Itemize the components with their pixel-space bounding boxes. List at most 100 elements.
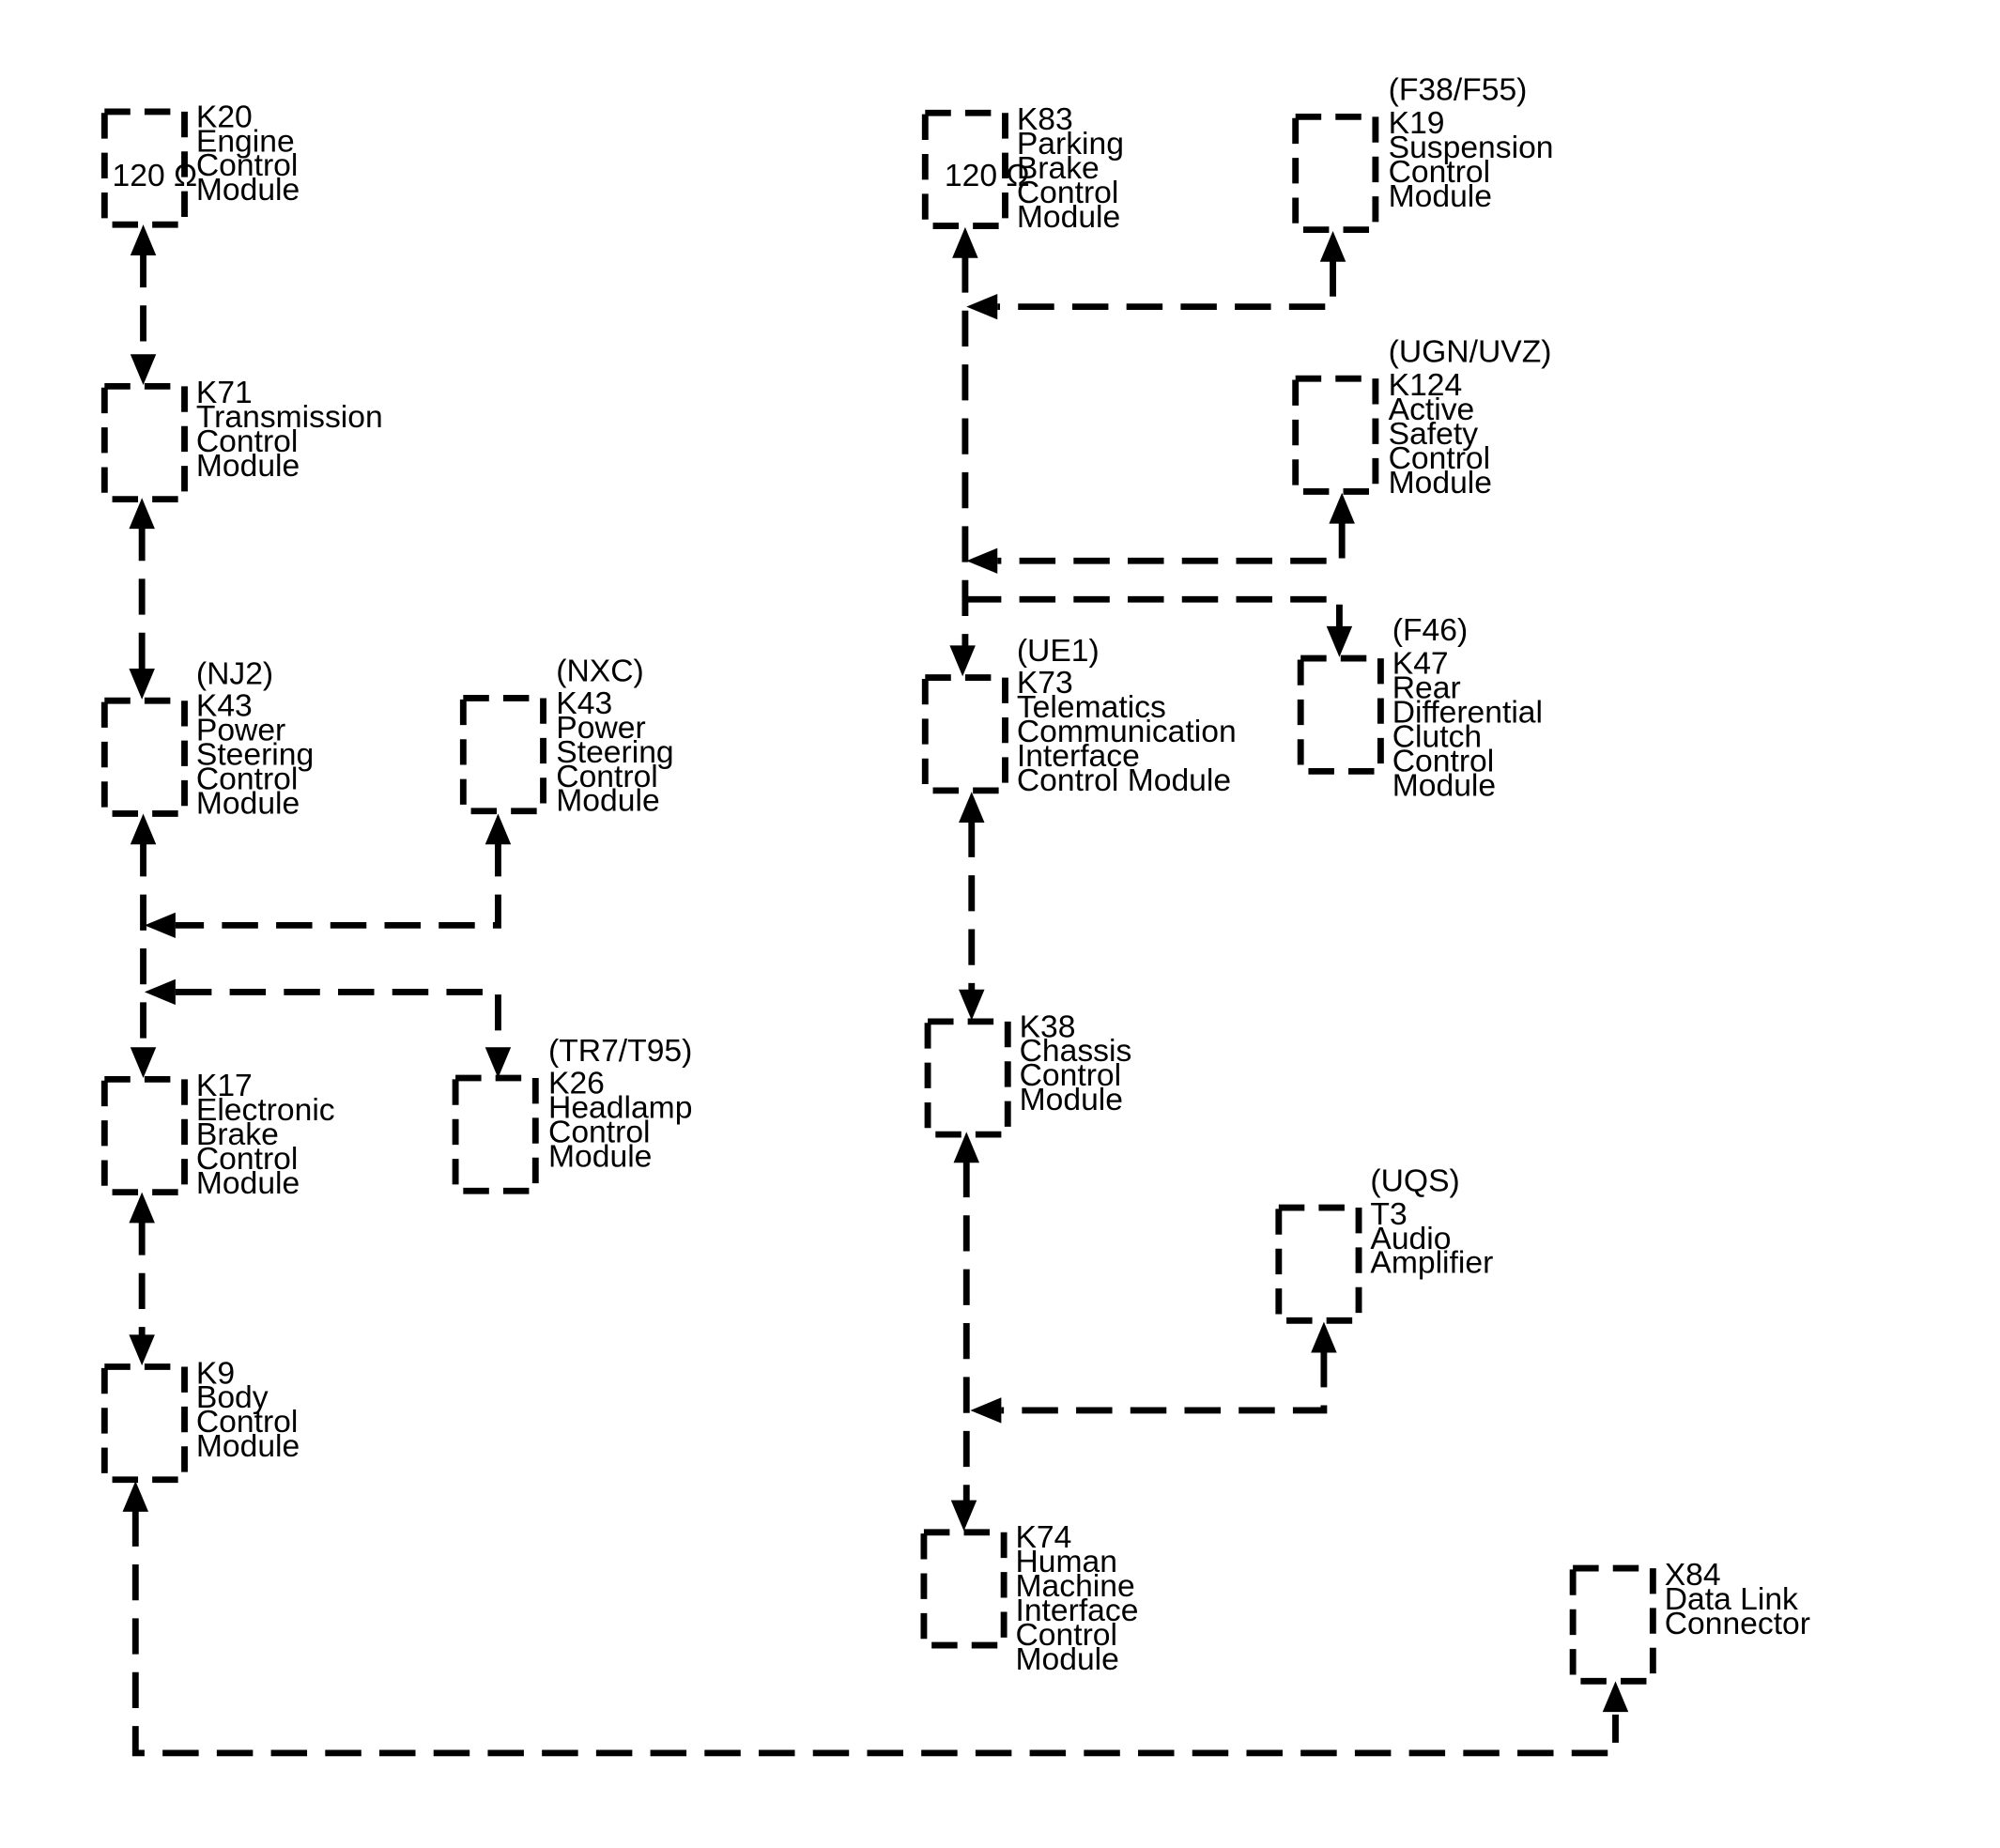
module-box-k43-nxc [459, 695, 546, 815]
arrow-left-icon [966, 547, 998, 574]
module-name-line: Module [1020, 1083, 1123, 1117]
arrow-up-icon [130, 813, 157, 845]
module-name-line: Human [1015, 1545, 1117, 1579]
module-id: K47 [1392, 647, 1449, 682]
x84-label: X84 Data Link Connector [1665, 1558, 1810, 1641]
module-name-line: Module [196, 173, 300, 208]
module-box-k17 [100, 1075, 188, 1196]
module-name-line: Connector [1665, 1607, 1810, 1641]
k20-termination-label: 120 Ω [113, 159, 198, 193]
module-box-k124 [1292, 375, 1379, 495]
arrow-up-icon [122, 1481, 149, 1512]
wire-branch-k43nxc [175, 840, 501, 929]
module-box-k9 [100, 1363, 188, 1484]
module-name-line: Differential [1392, 696, 1543, 731]
module-id: K43 [196, 689, 253, 724]
module-box-k19 [1292, 113, 1379, 234]
arrow-up-icon [953, 1132, 980, 1163]
arrow-down-icon [485, 1047, 512, 1078]
module-box-k73 [921, 674, 1008, 794]
module-box-k26 [452, 1074, 539, 1194]
module-name-line: Control [196, 148, 298, 183]
module-name-line: Control Module [1017, 763, 1231, 798]
arrow-down-icon [950, 1500, 977, 1532]
module-name-line: Module [196, 1166, 300, 1201]
module-box-x84 [1569, 1564, 1656, 1685]
k83-label: K83 Parking Brake Control Module [1017, 102, 1124, 235]
wire-branch-k19 [997, 260, 1336, 311]
arrow-up-icon [485, 813, 512, 845]
module-boxes [100, 108, 1656, 1685]
arrow-up-icon [1311, 1321, 1337, 1353]
module-id: K26 [548, 1066, 605, 1101]
wire-k9-x84 [131, 1510, 1619, 1757]
module-id: K43 [556, 686, 612, 721]
module-box-k20 [100, 108, 188, 228]
module-id: K38 [1020, 1009, 1076, 1044]
module-name-line: Control [1389, 441, 1491, 476]
module-name-line: Control [196, 424, 298, 459]
module-id: K73 [1017, 666, 1073, 701]
k71-label: K71 Transmission Control Module [196, 376, 383, 484]
module-name-line: Communication [1017, 715, 1237, 749]
module-option: (F38/F55) [1389, 73, 1528, 108]
module-name-line: Safety [1389, 417, 1479, 452]
module-id: K17 [196, 1069, 253, 1103]
t3-label: (UQS) T3 Audio Amplifier [1370, 1163, 1493, 1280]
module-name-line: Brake [1017, 151, 1100, 186]
arrow-up-icon [1329, 492, 1355, 524]
module-name-line: Headlamp [548, 1090, 692, 1125]
module-name-line: Control [1389, 155, 1491, 190]
wire-branch-k47 [964, 595, 1343, 629]
arrow-up-icon [129, 498, 155, 530]
module-id: K83 [1017, 102, 1073, 137]
arrow-left-icon [966, 293, 998, 320]
module-id: K124 [1389, 368, 1463, 403]
module-name-line: Suspension [1389, 131, 1554, 165]
wire-branch-t3 [1001, 1351, 1328, 1414]
module-box-k38 [924, 1018, 1011, 1138]
k47-label: (F46) K47 Rear Differential Clutch Contr… [1392, 613, 1543, 803]
k43-nj2-label: (NJ2) K43 Power Steering Control Module [196, 657, 314, 822]
module-name-line: Control [196, 1405, 298, 1440]
k17-label: K17 Electronic Brake Control Module [196, 1069, 335, 1201]
k74-label: K74 Human Machine Interface Control Modu… [1015, 1520, 1138, 1677]
module-name-line: Interface [1017, 739, 1140, 774]
module-name-line: Module [1017, 200, 1120, 235]
wire-branch-k26 [175, 989, 501, 1050]
arrow-up-icon [1602, 1681, 1629, 1713]
module-name-line: Interface [1015, 1594, 1138, 1628]
module-box-k74 [920, 1529, 1008, 1649]
module-id: T3 [1370, 1197, 1407, 1232]
module-name-line: Steering [556, 735, 673, 770]
arrow-up-icon [129, 1192, 155, 1224]
module-name-line: Module [1389, 179, 1492, 214]
module-option: (F46) [1392, 613, 1468, 648]
k83-termination-label: 120 Ω [945, 159, 1030, 193]
module-name-line: Body [196, 1380, 269, 1415]
arrow-down-icon [949, 645, 976, 677]
module-name-line: Module [1389, 466, 1492, 500]
k26-label: (TR7/T95) K26 Headlamp Control Module [548, 1034, 692, 1174]
module-name-line: Transmission [196, 400, 383, 435]
module-name-line: Amplifier [1370, 1246, 1493, 1281]
k38-label: K38 Chassis Control Module [1020, 1009, 1132, 1117]
module-name-line: Module [1392, 768, 1496, 803]
arrowheads [122, 224, 1629, 1713]
module-option: (UQS) [1370, 1163, 1459, 1198]
module-option: (UGN/UVZ) [1389, 334, 1552, 369]
k9-label: K9 Body Control Module [196, 1356, 300, 1464]
module-id: K19 [1389, 106, 1445, 141]
wires [131, 251, 1619, 1757]
module-name-line: Power [196, 714, 285, 748]
arrow-up-icon [952, 226, 978, 258]
module-name-line: Control [1020, 1058, 1121, 1093]
module-option: (NXC) [556, 654, 643, 689]
k73-label: (UE1) K73 Telematics Communication Inter… [1017, 634, 1237, 798]
module-name-line: Parking [1017, 127, 1124, 162]
module-name-line: Data Link [1665, 1582, 1798, 1617]
module-box-k43-nj2 [100, 697, 188, 817]
module-box-t3 [1275, 1204, 1362, 1324]
module-name-line: Control [196, 762, 298, 797]
